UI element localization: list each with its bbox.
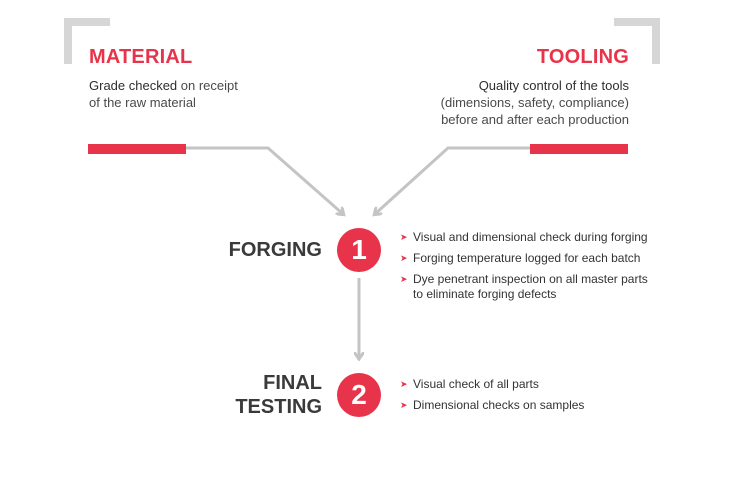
list-item: ➤Dimensional checks on samples xyxy=(400,398,585,412)
tooling-desc-line3: before and after each production xyxy=(441,112,629,127)
material-connector xyxy=(186,146,343,214)
tooling-desc-line1: Quality control of the tools xyxy=(478,78,629,93)
tooling-bar xyxy=(530,144,628,154)
list-item: ➤Forging temperature logged for each bat… xyxy=(400,251,641,265)
list-item: ➤Visual and dimensional check during for… xyxy=(400,230,648,244)
material-desc-bold: Grade checked xyxy=(89,78,178,93)
final-label-line2: TESTING xyxy=(235,396,322,418)
material-bar xyxy=(88,144,186,154)
list-item: ➤Visual check of all parts xyxy=(400,377,539,391)
material-desc-rest: on receipt xyxy=(177,78,238,93)
material-title: MATERIAL xyxy=(89,46,193,68)
final-label-line1: FINAL xyxy=(263,372,322,394)
chevron-right-icon: ➤ xyxy=(400,400,408,410)
final-testing-label: FINAL TESTING xyxy=(235,371,322,419)
chevron-right-icon: ➤ xyxy=(400,274,408,284)
final-checks: ➤Visual check of all parts ➤Dimensional … xyxy=(400,377,690,419)
forging-label: FORGING xyxy=(228,239,322,261)
bracket-top-right xyxy=(614,18,660,64)
tooling-connector xyxy=(375,146,530,214)
chevron-right-icon: ➤ xyxy=(400,253,408,263)
forging-step-number: 1 xyxy=(337,228,381,272)
forging-checks: ➤Visual and dimensional check during for… xyxy=(400,230,690,308)
tooling-desc-line2: (dimensions, safety, compliance) xyxy=(440,95,629,110)
chevron-right-icon: ➤ xyxy=(400,379,408,389)
list-item: ➤Dye penetrant inspection on all master … xyxy=(400,272,648,301)
tooling-description: Quality control of the tools (dimensions… xyxy=(389,77,629,128)
chevron-right-icon: ➤ xyxy=(400,232,408,242)
final-step-number: 2 xyxy=(337,373,381,417)
tooling-title: TOOLING xyxy=(536,46,629,68)
material-desc-line2: of the raw material xyxy=(89,95,196,110)
material-description: Grade checked on receipt of the raw mate… xyxy=(89,77,289,111)
bracket-top-left xyxy=(64,18,110,64)
